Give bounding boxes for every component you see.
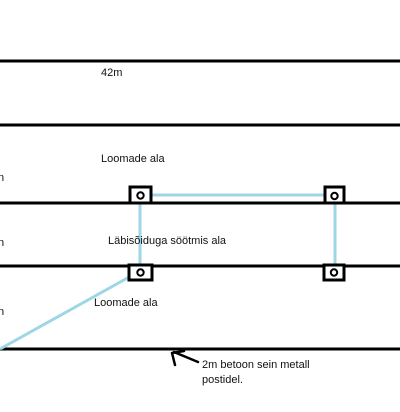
width-label: 42m (101, 67, 123, 79)
feed-pipe-branch (0, 195, 142, 351)
left-edge-fragment-1: n (0, 172, 5, 184)
arrow-pointer-icon (170, 349, 200, 367)
animal-area-label-bottom: Loomade ala (94, 297, 158, 309)
square-post-icon (128, 185, 153, 205)
left-edge-fragment-2: n (0, 237, 5, 249)
square-post-icon (323, 185, 346, 205)
wall-note-line-1: 2m betoon sein metall (202, 359, 310, 371)
square-post-icon (127, 263, 154, 282)
square-post-icon (322, 263, 346, 282)
feed-pipe-line (140, 193, 337, 270)
left-edge-fragment-3: n (0, 306, 5, 318)
animal-area-label-top: Loomade ala (101, 153, 165, 165)
wall-note-line-2: postidel. (202, 374, 243, 386)
feeding-aisle-label: Läbisõiduga söötmis ala (108, 235, 227, 247)
